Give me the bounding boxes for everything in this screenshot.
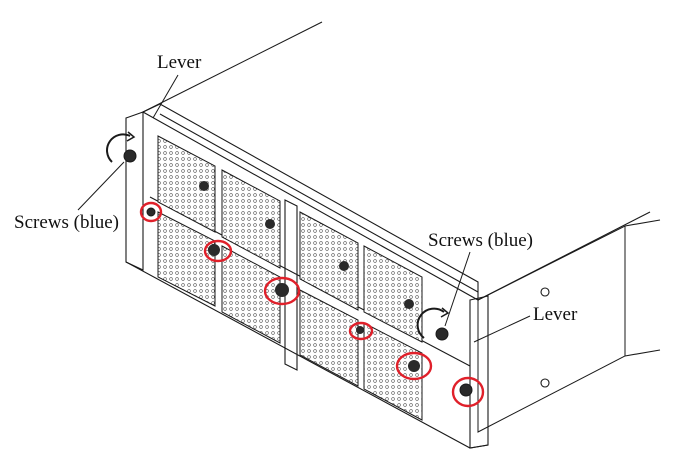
callout-lever-right: Lever [533,304,578,325]
callout-screws-right: Screws (blue) [428,230,533,251]
rotation-arrow-icon [106,131,450,339]
callout-lever-top: Lever [157,52,202,73]
fan-handles [199,181,420,372]
highlight-circle [139,201,485,408]
screw-icon [123,149,473,397]
leader-lines [77,74,531,343]
fan-modules [157,135,423,421]
callout-screws-left: Screws (blue) [14,212,119,233]
